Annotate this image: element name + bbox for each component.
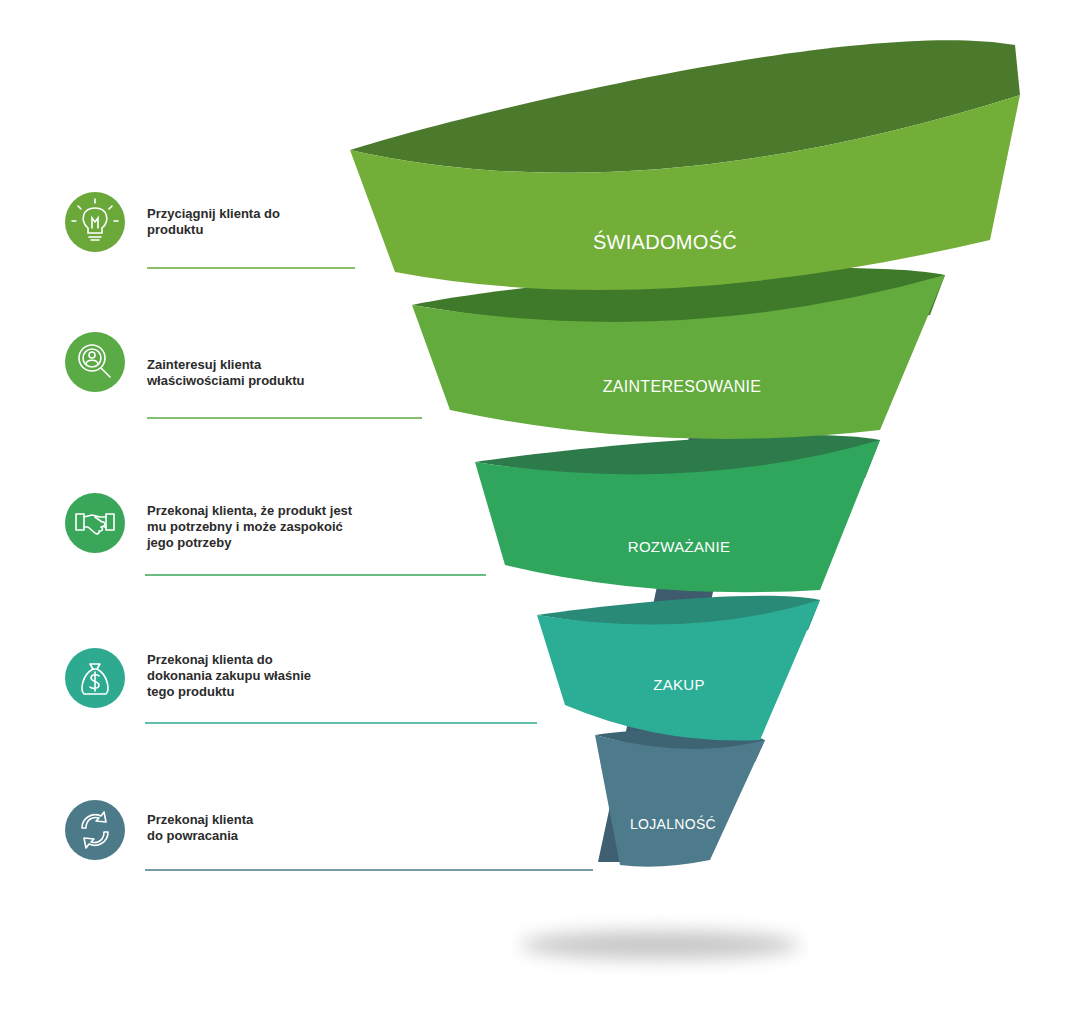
band-face (537, 600, 820, 741)
icon-circle (65, 192, 125, 252)
band-shape (530, 595, 825, 745)
stage-name: ZAKUP (653, 676, 705, 693)
icon-circle (65, 800, 125, 860)
step-description: Przekonaj klienta do dokonania zakupu wł… (147, 652, 337, 700)
stage-name: LOJALNOŚĆ (630, 816, 716, 832)
leader-line (145, 722, 537, 723)
funnel-band: LOJALNOŚĆ (590, 730, 770, 870)
floor-shadow (520, 931, 800, 959)
step-description: Przekonaj klienta, że produkt jest mu po… (147, 503, 357, 551)
refresh-icon (82, 812, 108, 848)
leader-line (147, 417, 422, 418)
step-description: Przekonaj klienta do powracania (147, 812, 272, 844)
money-bag-icon (82, 664, 108, 694)
band-face (475, 440, 880, 592)
funnel-band: ZAINTERESOWANIE (405, 270, 950, 460)
funnel-band: ZAKUP (530, 595, 825, 745)
funnel-band: ROZWAŻANIE (470, 435, 885, 600)
search-icon (79, 345, 110, 377)
band-face (350, 95, 1020, 290)
leader-line (147, 267, 355, 268)
stage-name: ZAINTERESOWANIE (603, 378, 762, 396)
band-face (412, 275, 945, 439)
stage-name: ŚWIADOMOŚĆ (593, 231, 737, 254)
icon-circle (65, 332, 125, 392)
leader-line (145, 574, 486, 575)
handshake-icon (76, 514, 114, 534)
icon-circle (65, 493, 125, 553)
bulb-icon (72, 199, 118, 240)
leader-line (145, 869, 593, 870)
stage-name: ROZWAŻANIE (628, 538, 730, 555)
step-description: Zainteresuj klienta właściwościami produ… (147, 357, 347, 389)
band-face (595, 735, 765, 867)
band-shape (590, 730, 770, 870)
band-shape (470, 435, 885, 600)
band-shape (405, 270, 950, 460)
step-description: Przyciągnij klienta do produktu (147, 206, 287, 238)
icon-circle (65, 648, 125, 708)
step-icons (65, 192, 125, 860)
